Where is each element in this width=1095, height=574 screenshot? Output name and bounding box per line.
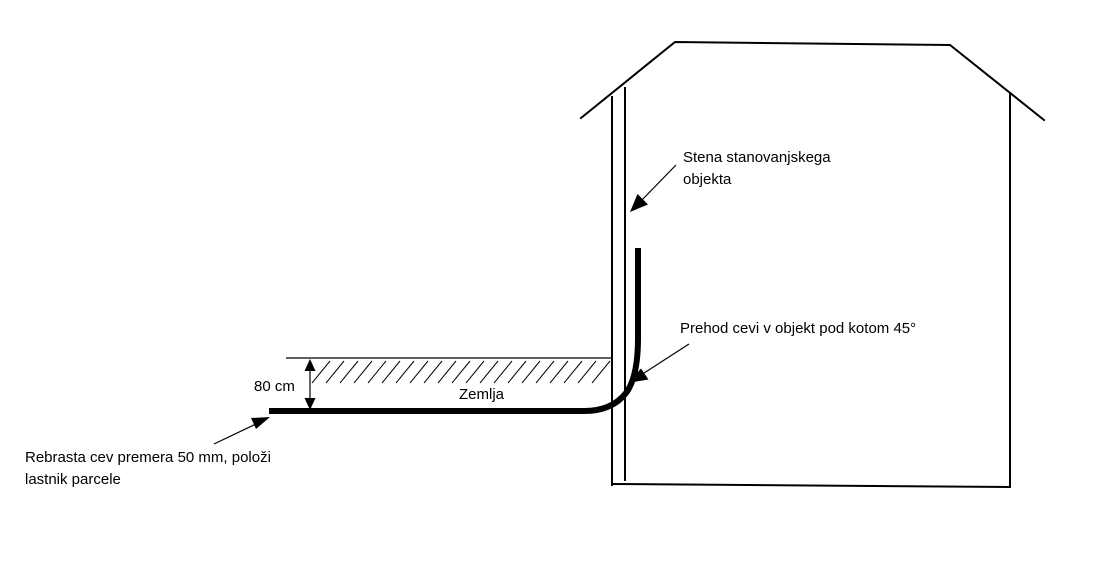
depth-arrow-up — [304, 359, 316, 371]
hatch-stroke — [381, 360, 401, 384]
hatch-stroke — [535, 360, 555, 384]
pipe-label: Rebrasta cev premera 50 mm, položi lastn… — [25, 449, 275, 488]
hatch-stroke — [409, 360, 429, 384]
hatch-stroke — [577, 360, 597, 384]
hatch-stroke — [507, 360, 527, 384]
wall-leader — [630, 164, 677, 212]
hatch-stroke — [423, 360, 443, 384]
hatch-stroke — [493, 360, 513, 384]
pipe-leader — [213, 417, 270, 445]
ground-surface — [286, 357, 612, 384]
wall-label-line-1: Stena stanovanjskega — [683, 149, 831, 166]
house-roof — [579, 40, 1046, 122]
hatch-stroke — [325, 360, 345, 384]
depth-label: 80 cm — [254, 378, 295, 395]
depth-arrow-down — [304, 398, 316, 410]
depth-dimension — [304, 359, 316, 410]
wall-label-line-2: objekta — [683, 171, 732, 188]
pipe-leader-line — [213, 422, 259, 445]
wall-leader-arrowhead — [630, 194, 648, 212]
hatch-stroke — [549, 360, 569, 384]
transition-leader-arrowhead — [628, 368, 649, 383]
hatch-stroke — [451, 360, 471, 384]
transition-leader — [628, 343, 690, 383]
house-floor — [610, 482, 1012, 489]
hatch-stroke — [437, 360, 457, 384]
corrugated-pipe — [269, 248, 641, 414]
ground-hatching — [311, 360, 611, 384]
hatch-stroke — [353, 360, 373, 384]
pipe-leader-arrowhead — [251, 417, 270, 429]
hatch-stroke — [395, 360, 415, 384]
ground-label: Zemlja — [459, 386, 505, 403]
wall-label: Stena stanovanjskega objekta — [683, 149, 835, 188]
hatch-stroke — [339, 360, 359, 384]
hatch-stroke — [311, 360, 331, 384]
hatch-stroke — [563, 360, 583, 384]
hatch-stroke — [367, 360, 387, 384]
hatch-stroke — [521, 360, 541, 384]
pipe-label-line-1: Rebrasta cev premera 50 mm, položi — [25, 449, 271, 466]
hatch-stroke — [465, 360, 485, 384]
pipe-label-line-2: lastnik parcele — [25, 471, 121, 488]
hatch-stroke — [591, 360, 611, 384]
house-outline — [579, 40, 1046, 489]
transition-leader-line — [640, 343, 690, 376]
wall-leader-line — [639, 164, 677, 203]
transition-label: Prehod cevi v objekt pod kotom 45° — [680, 320, 916, 337]
hatch-stroke — [479, 360, 499, 384]
